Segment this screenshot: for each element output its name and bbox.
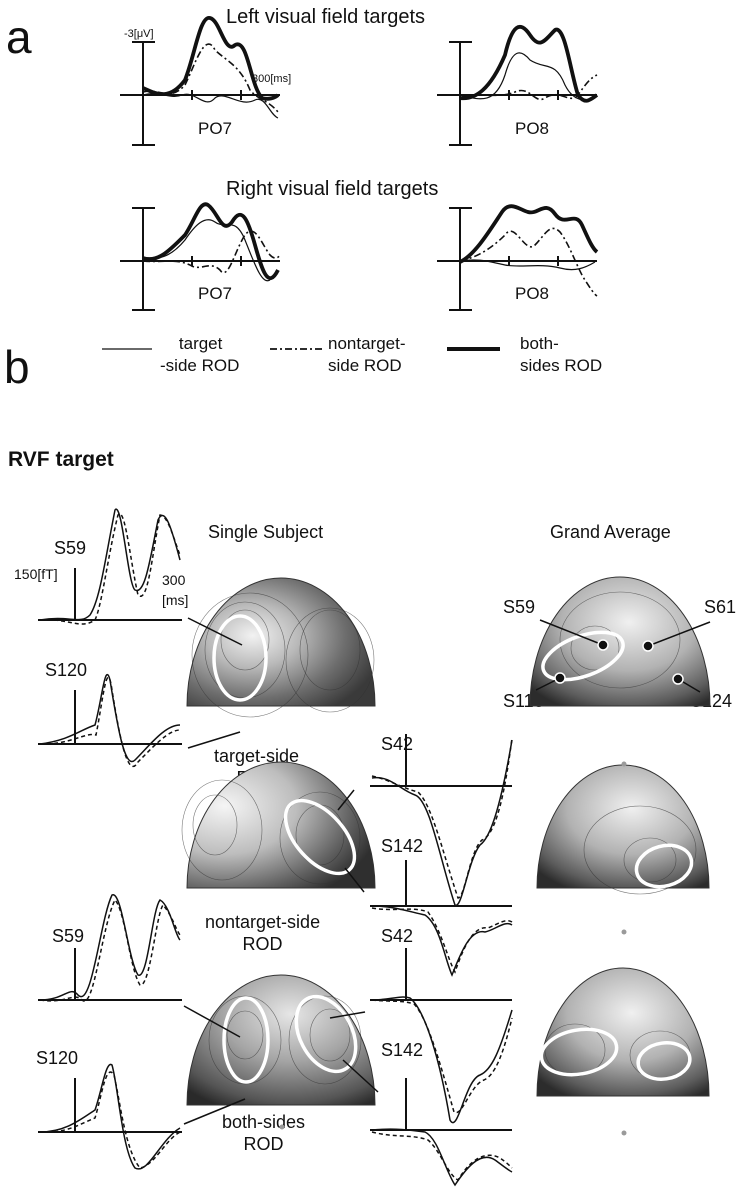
ga-sensor-markers <box>554 639 684 685</box>
sensor-label: S59 <box>54 538 87 558</box>
channel-label-po7-rvf: PO7 <box>198 284 233 303</box>
amplitude-scale-label: -3[μV] <box>124 28 154 40</box>
legend-both-sides: both- sides ROD <box>520 334 603 375</box>
sensor-label: S120 <box>45 660 88 680</box>
meg-topographic-maps <box>181 576 711 1106</box>
legend-target-side: target -side ROD <box>160 334 240 375</box>
rvf-heading: RVF target <box>8 448 114 471</box>
sensor-label: S59 <box>52 926 85 946</box>
ga-sensor-label: S61 <box>704 597 737 617</box>
sensor-label: S120 <box>36 1048 79 1068</box>
field-scale-label: 150[fT] <box>14 566 58 582</box>
channel-label-po8-rvf: PO8 <box>515 284 550 303</box>
erp-axes <box>120 41 597 311</box>
meg-axes <box>38 568 512 1133</box>
time-scale-label: 300[ms] <box>252 73 292 85</box>
right-field-title: Right visual field targets <box>226 178 439 200</box>
panel-a-letter: a <box>6 11 32 63</box>
channel-label-po7-lvf: PO7 <box>198 119 233 138</box>
sensor-label: S42 <box>381 926 414 946</box>
sensor-label: S142 <box>381 1040 424 1060</box>
panel-b-letter: b <box>4 341 30 393</box>
single-subject-title: Single Subject <box>208 522 324 542</box>
callout-lines <box>183 617 711 1125</box>
erp-waveforms <box>142 16 599 297</box>
sensor-label: S142 <box>381 836 424 856</box>
legend-nontarget-side: nontarget- side ROD <box>328 334 406 375</box>
separator-dots <box>279 761 627 1136</box>
channel-label-po8-lvf: PO8 <box>515 119 550 138</box>
left-field-title: Left visual field targets <box>226 6 425 28</box>
time-scale-label-b: 300 [ms] <box>162 572 189 608</box>
ga-sensor-label: S59 <box>503 597 536 617</box>
map-label-nontarget: nontarget-side ROD <box>205 912 321 954</box>
meg-waveforms <box>39 508 513 1187</box>
grand-average-title: Grand Average <box>550 522 671 542</box>
